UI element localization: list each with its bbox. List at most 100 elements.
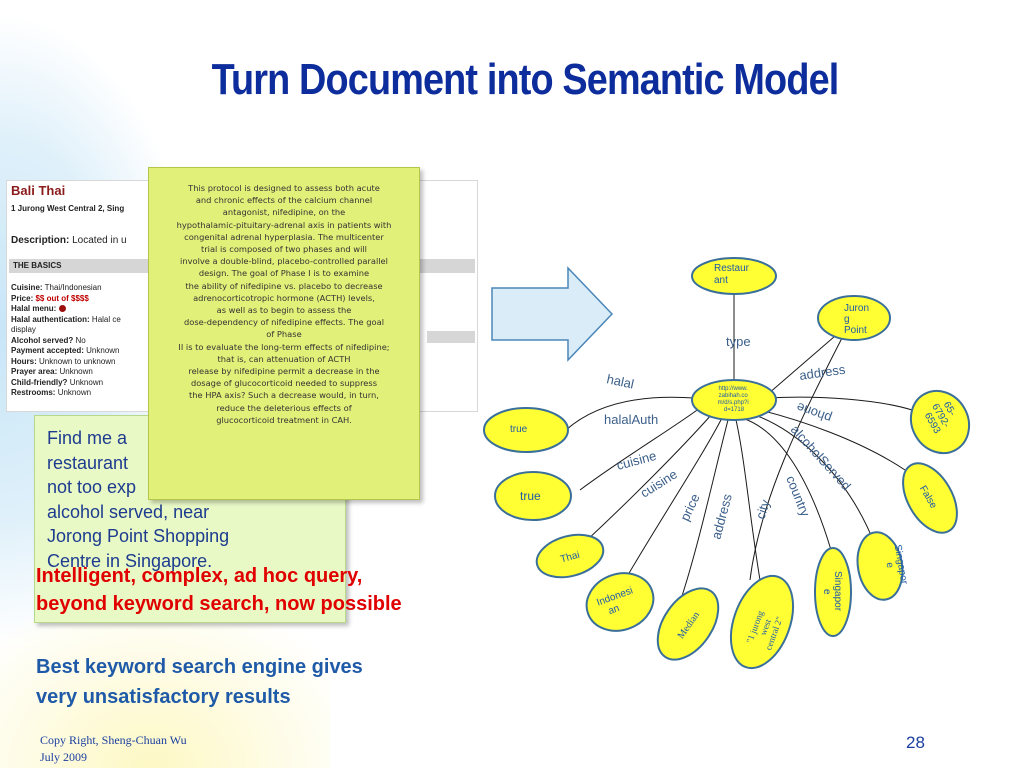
description-label: Description:: [11, 235, 70, 246]
protocol-line: glucocorticoid treatment in CAH.: [216, 414, 352, 425]
field-key: Restrooms:: [11, 388, 56, 397]
halal-dot-icon: [58, 305, 66, 313]
node-center: [691, 379, 777, 421]
field-value: Unknown: [59, 367, 93, 376]
field-value: display: [11, 325, 36, 334]
best-line: very unsatisfactory results: [36, 686, 291, 708]
intelligent-line: Intelligent, complex, ad hoc query,: [36, 565, 363, 587]
field-row: display: [11, 325, 121, 336]
protocol-line: trial is composed of two phases and will: [201, 244, 367, 255]
field-row: Child-friendly? Unknown: [11, 378, 121, 389]
field-key: Hours:: [11, 356, 37, 366]
protocol-line: the ability of nifedipine vs. placebo to…: [185, 280, 383, 291]
edge-label: type: [726, 334, 751, 349]
node-singapore-2: [814, 547, 852, 637]
protocol-line: as well as to begin to assess the: [216, 305, 352, 316]
protocol-line: reduce the deleterious effects of: [216, 402, 352, 413]
field-value: Unknown to unknown: [39, 356, 116, 366]
field-key: Price:: [11, 293, 34, 303]
field-value: Unknown: [86, 346, 120, 355]
node-label-singapore-2: Singapore: [821, 571, 843, 612]
slide-title: Turn Document into Semantic Model: [211, 55, 840, 104]
node-restaurant: [691, 257, 777, 295]
graph-nodes: [483, 257, 971, 670]
intelligent-query-text: Intelligent, complex, ad hoc query, beyo…: [36, 562, 402, 618]
edge-phone: [767, 396, 913, 411]
field-row: Cuisine: Thai/Indonesian: [11, 283, 121, 294]
field-row: Restrooms: Unknown: [11, 388, 121, 399]
protocol-line: design. The goal of Phase I is to examin…: [198, 268, 370, 279]
field-value: Thai/Indonesian: [44, 283, 102, 292]
protocol-line: dosage of glucocorticoid needed to suppr…: [190, 378, 378, 389]
edge-price: [681, 419, 729, 597]
protocol-line: release by nifedipine permit a decrease …: [188, 366, 380, 377]
protocol-line: of Phase: [266, 329, 302, 340]
restaurant-address: 1 Jurong West Central 2, Sing: [11, 204, 125, 213]
intelligent-line: beyond keyword search, now possible: [36, 593, 402, 615]
query-line: Centre in Singapore.: [47, 550, 213, 571]
protocol-line: the HPA axis? Such a decrease would, in …: [189, 390, 379, 401]
protocol-note: This protocol is designed to assess both…: [148, 167, 420, 500]
field-key: Halal menu:: [11, 304, 57, 313]
node-jurong: [817, 295, 891, 341]
restaurant-description: Description: Located in u: [11, 235, 127, 247]
restaurant-fields: Cuisine: Thai/Indonesian Price: $$ out o…: [11, 283, 121, 399]
protocol-line: and chronic effects of the calcium chann…: [195, 195, 373, 206]
protocol-line: congenital adrenal hyperplasia. The mult…: [184, 231, 384, 242]
node-label-true-2: true: [520, 489, 541, 503]
edge-label: address: [708, 492, 735, 541]
edge-city: [741, 417, 832, 551]
field-row: Halal menu:: [11, 304, 121, 315]
field-value: Halal ce: [91, 314, 121, 324]
edge-alcohol: [759, 409, 906, 471]
field-key: Cuisine:: [11, 283, 43, 292]
node-label-center: http://www. zabihah.co m/d/s.php?i d=171…: [718, 386, 751, 413]
protocol-line: antagonist, nifedipine, on the: [222, 207, 346, 218]
edge-address-jurong: [767, 329, 843, 395]
field-row: Price: $$ out of $$$$: [11, 294, 121, 305]
edge-label: country: [783, 474, 813, 520]
query-line: Jorong Point Shopping: [47, 526, 230, 546]
footer-copyright: Copy Right, Sheng-Chuan Wu: [40, 733, 187, 747]
field-row: Prayer area: Unknown: [11, 367, 121, 378]
node-true-1: [483, 407, 569, 453]
edge-label: address: [798, 362, 846, 383]
protocol-line: II is to evaluate the long-term effects …: [178, 341, 390, 352]
node-singapore-1: [856, 531, 904, 601]
edge-label: cuisine: [615, 448, 658, 473]
node-label-thai: Thai: [559, 550, 581, 566]
protocol-line: dose-dependency of nifedipine effects. T…: [183, 317, 384, 328]
query-line: alcohol served, near: [47, 501, 210, 522]
node-thai: [535, 533, 605, 579]
edge-label: halalAuth: [604, 412, 658, 427]
edge-country: [751, 413, 876, 546]
node-label-true-1: true: [510, 424, 528, 435]
field-key: Payment accepted:: [11, 346, 84, 355]
graph-edges: [565, 292, 913, 597]
edge-label: price: [677, 491, 703, 523]
protocol-line: involve a double-blind, placebo-controll…: [180, 256, 388, 267]
footer-date: July 2009: [40, 750, 88, 764]
gray-band: [427, 331, 475, 343]
field-value: Unknown: [69, 377, 104, 387]
protocol-line: that is, can attenuation of ACTH: [217, 353, 351, 364]
field-row: Payment accepted: Unknown: [11, 346, 121, 357]
edge-halal: [565, 396, 695, 431]
field-row: Hours: Unknown to unknown: [11, 357, 121, 368]
node-indonesian: [585, 572, 655, 632]
page-number: 28: [906, 733, 925, 752]
field-value: Unknown: [57, 388, 92, 397]
best-keyword-text: Best keyword search engine gives very un…: [36, 652, 363, 712]
protocol-line: hypothalamic-pituitary-adrenal axis in p…: [176, 219, 392, 230]
field-key: Halal authentication:: [11, 314, 90, 324]
edge-cuisine-indo: [624, 417, 723, 581]
field-value: $$ out of $$$$: [35, 293, 89, 303]
best-line: Best keyword search engine gives: [36, 656, 363, 678]
field-row: Halal authentication: Halal ce: [11, 315, 121, 326]
edge-address: [735, 419, 761, 581]
edge-label: city: [753, 497, 773, 521]
edge-label: cuisine: [638, 466, 680, 500]
